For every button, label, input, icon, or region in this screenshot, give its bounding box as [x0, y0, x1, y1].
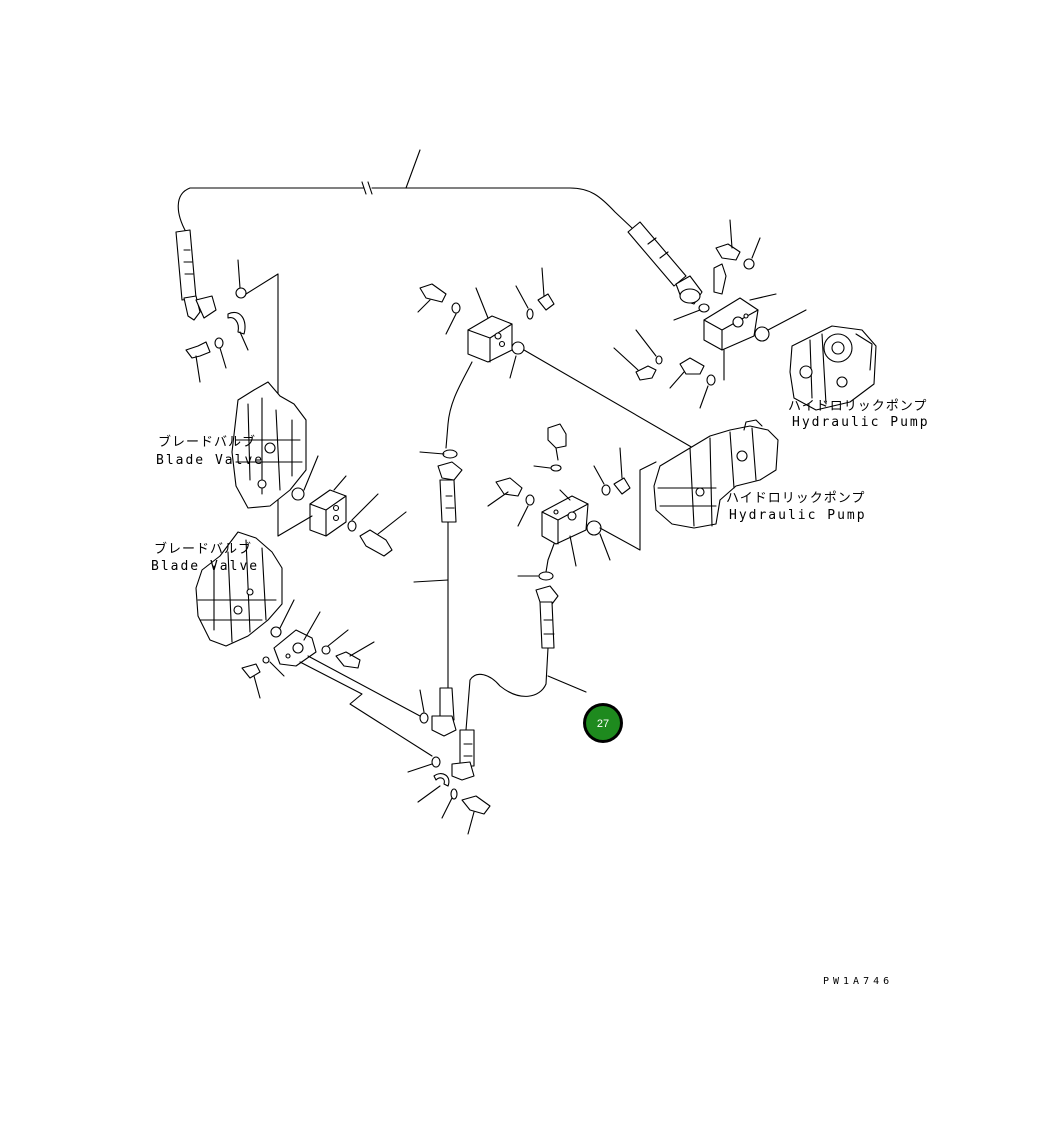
lower-left-flange-group	[241, 611, 433, 757]
pump-top-label-jp: ハイドロリックポンプ	[788, 399, 927, 414]
pump-mid-label-jp: ハイドロリックポンプ	[726, 491, 865, 506]
middle-right-block	[487, 423, 657, 581]
hose-fitting-left	[175, 229, 217, 321]
blade-valve-lower	[195, 531, 295, 647]
hose-fitting-right	[627, 221, 703, 305]
hydraulic-pump-middle	[653, 419, 779, 529]
lower-hose-right	[407, 585, 587, 835]
upper-middle-block	[417, 267, 701, 453]
valve-upper-block	[277, 475, 407, 557]
pump-top-label-en: Hydraulic Pump	[792, 415, 930, 430]
hydraulic-pump-top	[789, 325, 877, 411]
middle-hose-vertical	[413, 449, 463, 737]
valve-top-label-jp: ブレードバルブ	[158, 434, 256, 450]
valve-top-label-en: Blade Valve	[156, 453, 264, 468]
upper-right-flange-group	[613, 219, 807, 409]
valve-bot-label-jp: ブレードバルブ	[154, 541, 252, 557]
valve-bot-label-en: Blade Valve	[151, 559, 259, 574]
callout-badge[interactable]: 27	[583, 703, 623, 743]
pump-mid-label-en: Hydraulic Pump	[729, 508, 867, 523]
blade-valve-upper	[231, 381, 319, 509]
drawing-code: PW1A746	[823, 976, 893, 987]
top-hose	[177, 149, 633, 233]
callout-number: 27	[597, 718, 609, 730]
